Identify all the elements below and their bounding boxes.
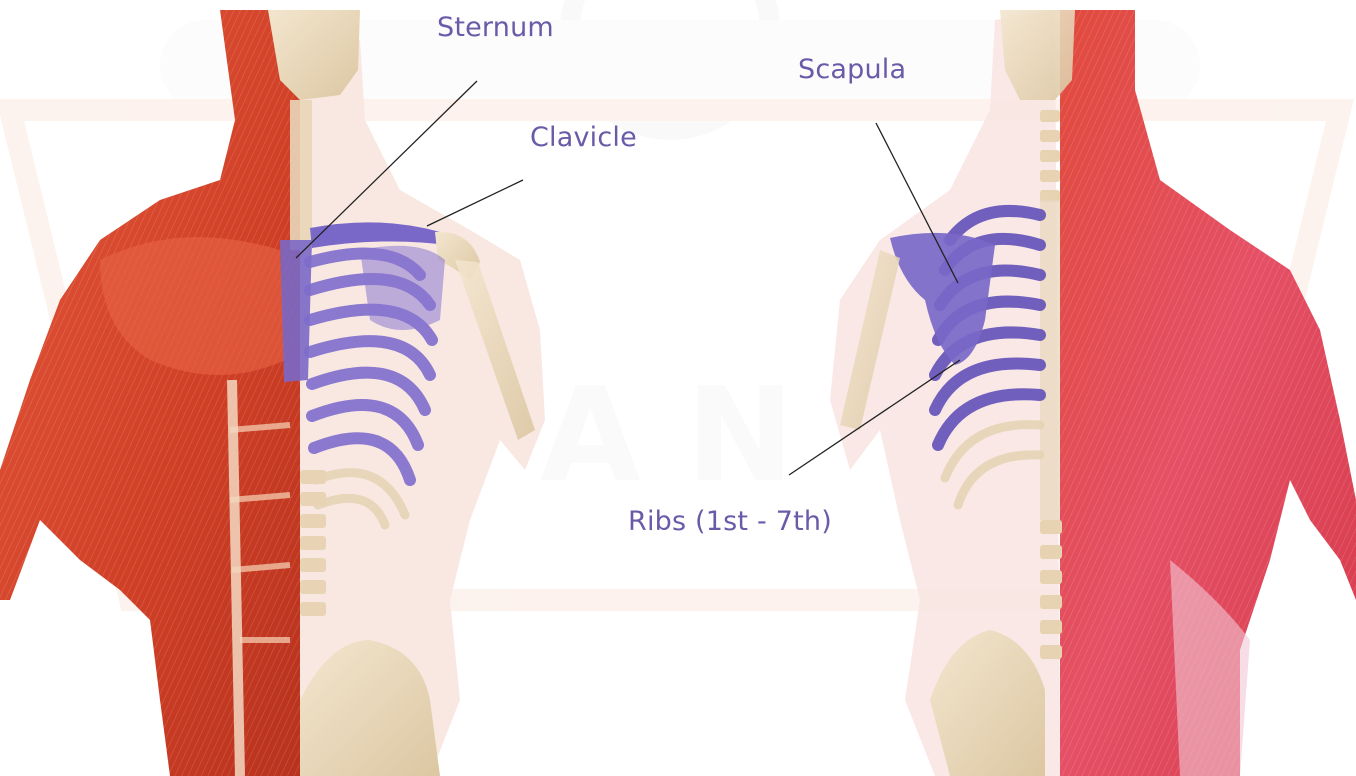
- label-sternum: Sternum: [437, 12, 554, 43]
- posterior-torso-figure: [789, 10, 1356, 776]
- label-scapula: Scapula: [798, 54, 906, 85]
- anterior-torso-figure: [0, 10, 545, 776]
- label-ribs: Ribs (1st - 7th): [628, 506, 832, 537]
- svg-text:A N: A N: [540, 359, 795, 511]
- label-clavicle: Clavicle: [530, 122, 637, 153]
